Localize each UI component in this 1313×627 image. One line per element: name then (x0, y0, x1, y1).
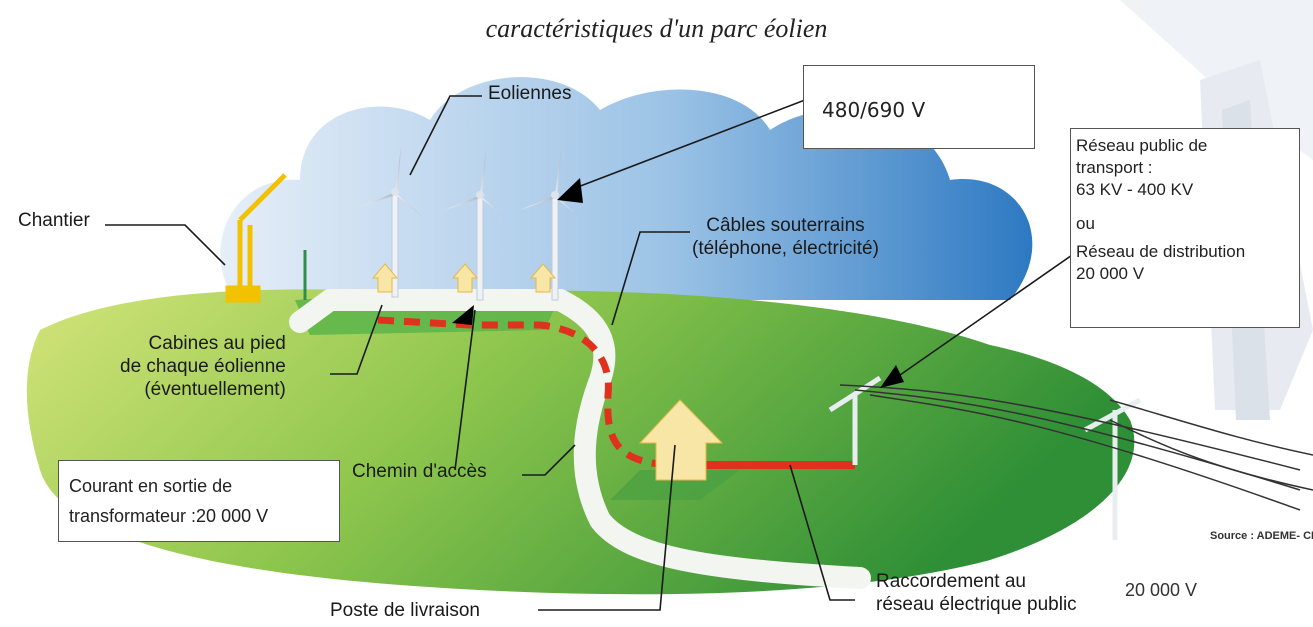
courant-sortie-box: Courant en sortie de transformateur :20 … (58, 460, 340, 542)
leader-lines (105, 94, 1076, 611)
source-credit: Source : ADEME- CERES (1210, 530, 1313, 542)
label-cables-line1: Câbles souterrains (706, 215, 865, 236)
access-road (319, 289, 871, 589)
label-cabines-line3: (éventuellement) (144, 378, 286, 400)
label-cabines-line1: Cabines au pied (148, 333, 286, 354)
label-chantier: Chantier (18, 210, 90, 231)
power-lines (839, 384, 1313, 511)
voltage-bottom-label: 20 000 V (1125, 580, 1198, 600)
reseau-line1: Réseau public de (1076, 136, 1208, 155)
wind-turbine (360, 147, 423, 298)
reseau-line3: 63 KV - 400 KV (1076, 180, 1194, 199)
reseau-public-box: Réseau public de transport : 63 KV - 400… (1070, 128, 1300, 328)
wind-turbine (445, 150, 508, 301)
voltage-turbine-text: 480/690 V (822, 98, 926, 122)
label-eoliennes: Eoliennes (488, 83, 572, 104)
courant-line2: transformateur :20 000 V (69, 506, 269, 526)
wind-turbine (520, 150, 583, 301)
label-chemin: Chemin d'accès (352, 461, 487, 482)
crane (225, 173, 287, 303)
label-cables: Câbles souterrains (téléphone, électrici… (692, 215, 879, 261)
reseau-line2: transport : (1076, 158, 1153, 177)
voltage-turbine-box: 480/690 V (803, 65, 1035, 149)
label-poste: Poste de livraison (330, 600, 480, 621)
label-raccordement-line2: réseau électrique public (876, 593, 1077, 615)
reseau-line5: Réseau de distribution (1076, 242, 1246, 261)
label-raccordement-line1: Raccordement au (876, 571, 1026, 592)
label-cabines: Cabines au pied de chaque éolienne (éven… (120, 333, 286, 401)
power-pylon (828, 375, 1142, 540)
arrowheads (452, 178, 904, 388)
label-cables-line2: (téléphone, électricité) (692, 237, 879, 259)
courant-line1: Courant en sortie de (69, 476, 233, 496)
diagram-title: caractéristiques d'un parc éolien (485, 14, 828, 43)
underground-cable (377, 316, 681, 469)
delivery-station (610, 399, 740, 500)
label-raccordement: Raccordement au réseau électrique public (876, 571, 1077, 617)
label-cabines-line2: de chaque éolienne (120, 355, 286, 377)
reseau-line6: 20 000 V (1076, 264, 1145, 283)
reseau-line4: ou (1076, 214, 1095, 233)
turbine-cabin (529, 263, 557, 293)
turbine-cabin (451, 263, 479, 293)
turbine-cabin (371, 263, 399, 293)
